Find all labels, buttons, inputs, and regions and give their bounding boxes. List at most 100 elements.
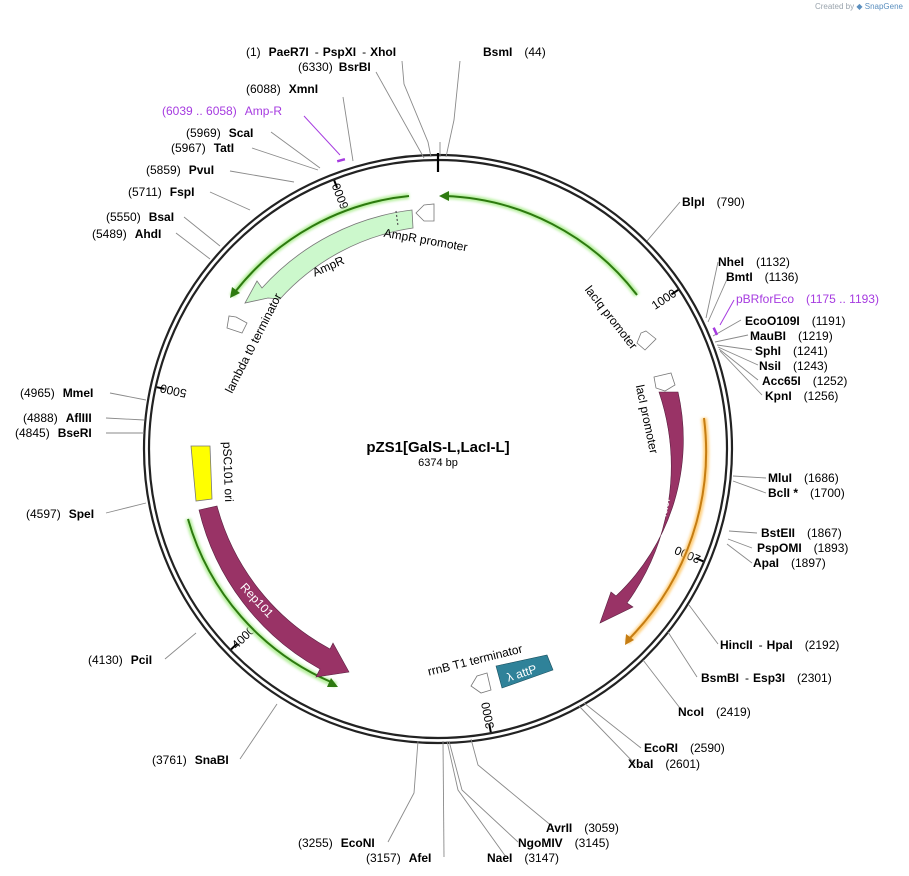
site-line-bmti xyxy=(707,276,729,323)
tick-mark xyxy=(670,289,679,296)
site-line-pvui xyxy=(229,170,295,183)
primer-mark-ampr xyxy=(336,157,346,163)
site-line-ngomiv xyxy=(448,740,519,843)
primer-line-ampr xyxy=(303,115,341,156)
site-label-ecori: EcoRI(2590) xyxy=(644,741,725,755)
site-line-bsmi-2 xyxy=(445,60,461,158)
tick-label: 3000 xyxy=(478,701,497,730)
site-label-bsrbi: (6330)BsrBI xyxy=(298,60,371,74)
site-label-bcli: BclI *(1700) xyxy=(768,486,845,500)
site-line-kpni xyxy=(719,350,763,396)
site-line-nhei xyxy=(705,261,719,319)
direction-arrowhead-top xyxy=(439,191,449,201)
tick-label: 1000 xyxy=(649,286,679,313)
site-label-spei: (4597)SpeI xyxy=(26,507,94,521)
site-line-bcli xyxy=(732,480,767,494)
snapgene-logo-icon: ◆ xyxy=(856,2,863,11)
primer-mark-pbrforeco xyxy=(712,327,719,336)
site-label-apai: ApaI(1897) xyxy=(753,556,826,570)
direction-arrowhead-laci xyxy=(625,634,634,645)
site-line-apai xyxy=(726,543,753,564)
site-label-econi: (3255)EcoNI xyxy=(298,836,375,850)
feature-laci xyxy=(599,391,684,624)
feature-ampr-divider xyxy=(395,210,399,227)
site-label-bsai: (5550)BsaI xyxy=(106,210,174,224)
site-line-econi xyxy=(387,740,419,843)
direction-arc-rep xyxy=(187,518,332,683)
site-label-snabi: (3761)SnaBI xyxy=(152,753,229,767)
site-line-mmei xyxy=(109,392,147,401)
direction-arc-top xyxy=(444,195,638,296)
site-label-amp-r: (6039 .. 6058)Amp-R xyxy=(162,104,282,118)
site-label-tati: (5967)TatI xyxy=(171,141,234,155)
glow-arc-top xyxy=(444,193,640,297)
site-line-pspomi xyxy=(727,538,753,549)
site-label-afliii: (4888)AflIII xyxy=(23,411,92,425)
tick-mark xyxy=(695,557,704,563)
tick-mark xyxy=(156,386,165,390)
primer-line-pbrforeco xyxy=(719,299,735,326)
tick-label: 5000 xyxy=(158,381,187,400)
feature-ampr-promoter xyxy=(415,203,435,222)
site-line-acc65i xyxy=(718,348,759,381)
site-label-pbrforeco: pBRforEco(1175 .. 1193) xyxy=(736,292,879,306)
site-line-snabi xyxy=(239,703,278,760)
site-label-pspomi: PspOMI(1893) xyxy=(757,541,848,555)
direction-arc-laci xyxy=(629,417,708,639)
site-label-xhoi: (1)PaeR7I-PspXI-XhoI xyxy=(246,45,396,59)
site-label-nsii: NsiI(1243) xyxy=(759,359,828,373)
site-line-xmni xyxy=(342,96,354,162)
snapgene-credit: Created by ◆ SnapGene xyxy=(815,2,903,11)
label-ampr-promoter: AmpR promoter xyxy=(383,226,469,254)
tick-mark xyxy=(488,724,492,733)
feature-rep101 xyxy=(198,505,350,678)
site-line-bsteii xyxy=(728,530,758,534)
site-label-bsteii: BstEII(1867) xyxy=(761,526,842,540)
feature-laci-promoter xyxy=(653,372,676,392)
site-line-scai xyxy=(270,131,321,169)
site-label-esp3i: BsmBI-Esp3I(2301) xyxy=(701,671,832,685)
site-line-maubi xyxy=(714,334,749,343)
site-label-sphi: SphI(1241) xyxy=(755,344,828,358)
credit-prefix: Created by xyxy=(814,2,855,11)
site-label-pvui: (5859)PvuI xyxy=(146,163,214,177)
tick-label: 6000 xyxy=(329,181,352,211)
label-laciq-promoter: lacIq promoter xyxy=(582,283,640,352)
site-label-bseri: (4845)BseRI xyxy=(15,426,92,440)
site-label-ngomiv: NgoMIV(3145) xyxy=(518,836,609,850)
site-line-avrii xyxy=(470,738,554,828)
site-line-tati xyxy=(251,147,319,171)
site-line-hpai xyxy=(688,604,719,645)
site-label-hpai: HincII-HpaI(2192) xyxy=(720,638,839,652)
site-line-bsrbi xyxy=(375,71,425,159)
site-line-ahdi xyxy=(175,232,211,260)
site-connector-lines xyxy=(105,60,767,858)
feature-psc101-ori xyxy=(190,445,213,502)
feature-rrnb-t1-terminator xyxy=(470,672,492,694)
plasmid-length: 6374 bp xyxy=(418,457,458,469)
site-line-xbai xyxy=(578,705,636,765)
site-label-xbai: XbaI(2601) xyxy=(628,757,700,771)
label-psc101-ori: pSC101 ori xyxy=(220,442,236,502)
site-label-ecoo109i: EcoO109I(1191) xyxy=(745,314,846,328)
site-line-afei xyxy=(442,740,445,858)
plasmid-name: pZS1[GalS-L,LacI-L] xyxy=(366,439,509,456)
site-label-acc65i: Acc65I(1252) xyxy=(762,374,847,388)
label-lambda-t0-terminator: lambda t0 terminator xyxy=(222,291,284,395)
direction-arrowhead-ampr xyxy=(230,287,240,298)
site-label-scai: (5969)ScaI xyxy=(186,126,253,140)
site-line-sphi xyxy=(716,344,753,351)
site-label-pcii: (4130)PciI xyxy=(88,653,152,667)
site-label-mlui: MluI(1686) xyxy=(768,471,839,485)
site-line-pcii xyxy=(164,632,197,660)
site-label-nhei: NheI(1132) xyxy=(718,255,790,269)
site-label-kpni: KpnI(1256) xyxy=(765,389,838,403)
site-line-bsmbi xyxy=(667,631,698,678)
site-label-avrii: AvrII(3059) xyxy=(546,821,619,835)
credit-brand: SnapGene xyxy=(864,2,903,11)
site-line-ncoi xyxy=(642,659,684,713)
site-label-afei: (3157)AfeI xyxy=(366,851,431,865)
site-label-ahdi: (5489)AhdI xyxy=(92,227,161,241)
site-line-bsai xyxy=(183,216,221,247)
site-line-naei xyxy=(446,740,507,858)
